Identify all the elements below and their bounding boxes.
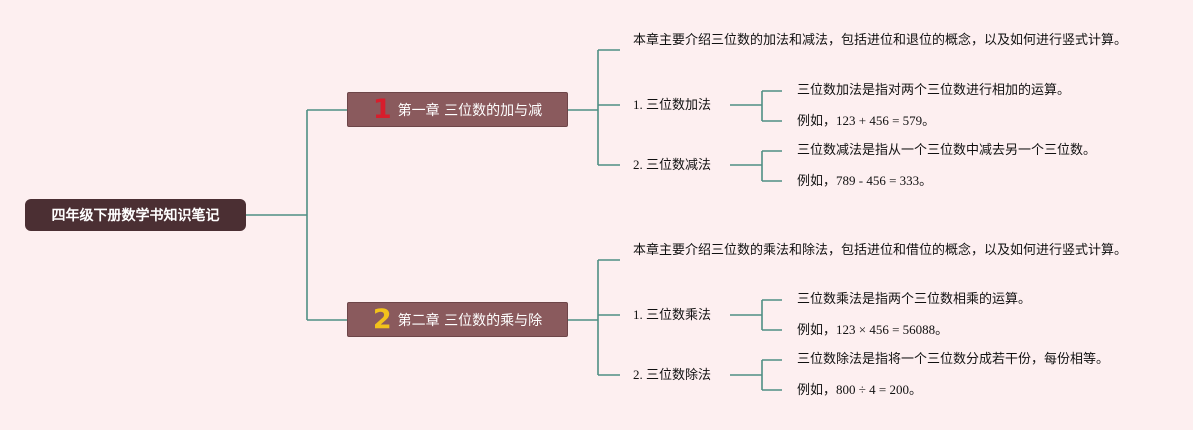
topic-example-1-1: 例如，123 + 456 = 579。 [797, 113, 936, 128]
chapter-number-1: 1 [372, 94, 392, 125]
connector-chapter-1 [568, 49, 620, 166]
chapter-number-2: 2 [372, 304, 392, 335]
chapter-title-2: 第二章 三位数的乘与除 [397, 312, 543, 329]
connector-topic-1-2 [730, 150, 782, 182]
chapter-intro-1: 本章主要介绍三位数的加法和减法，包括进位和退位的概念，以及如何进行竖式计算。 [633, 33, 1128, 48]
connector-topic-2-1 [730, 299, 782, 331]
connector-root-chapters [246, 109, 347, 321]
topic-definition-2-1: 三位数乘法是指两个三位数相乘的运算。 [797, 292, 1032, 307]
topic-example-1-2: 例如，789 - 456 = 333。 [797, 173, 933, 188]
connector-topic-2-2 [730, 359, 782, 391]
connector-topic-1-1 [730, 90, 782, 122]
topic-example-2-1: 例如，123 × 456 = 56088。 [797, 322, 949, 337]
chapter-intro-2: 本章主要介绍三位数的乘法和除法，包括进位和借位的概念，以及如何进行竖式计算。 [633, 243, 1128, 258]
topic-definition-2-2: 三位数除法是指将一个三位数分成若干份，每份相等。 [797, 352, 1110, 367]
root-node[interactable]: 四年级下册数学书知识笔记 [25, 199, 246, 231]
topic-node-2-1[interactable]: 1. 三位数乘法 [633, 307, 712, 322]
topic-definition-1-2: 三位数减法是指从一个三位数中减去另一个三位数。 [797, 143, 1097, 158]
connector-chapter-2 [568, 259, 620, 376]
topic-node-2-2[interactable]: 2. 三位数除法 [633, 367, 712, 382]
root-title: 四年级下册数学书知识笔记 [51, 208, 220, 224]
topic-node-1-1[interactable]: 1. 三位数加法 [633, 97, 712, 112]
topic-example-2-2: 例如，800 ÷ 4 = 200。 [797, 382, 922, 397]
chapter-node-2[interactable]: 2 第二章 三位数的乘与除 [347, 302, 568, 337]
chapter-title-1: 第一章 三位数的加与减 [397, 102, 543, 119]
topic-definition-1-1: 三位数加法是指对两个三位数进行相加的运算。 [797, 83, 1071, 98]
topic-node-1-2[interactable]: 2. 三位数减法 [633, 157, 712, 172]
chapter-node-1[interactable]: 1 第一章 三位数的加与减 [347, 92, 568, 127]
